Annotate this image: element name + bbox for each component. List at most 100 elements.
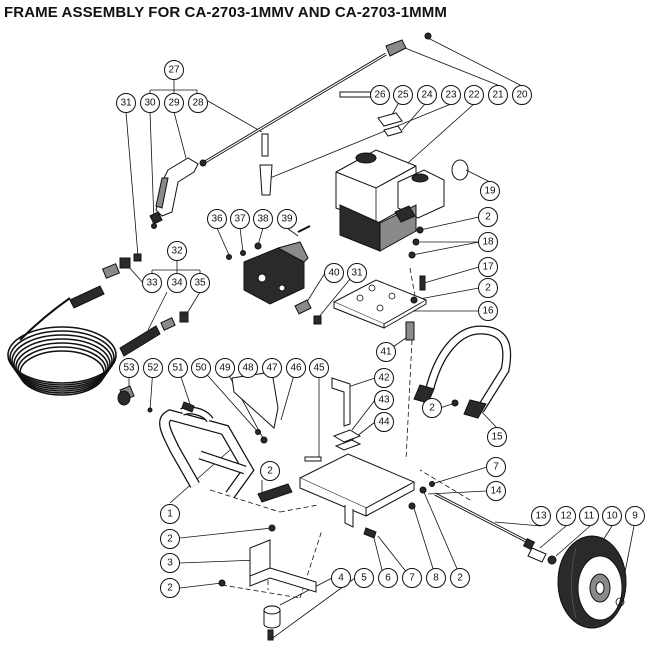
axle-wheel-assembly [434, 492, 627, 629]
callout-47: 47 [262, 358, 282, 378]
svg-text:28: 28 [192, 98, 204, 109]
svg-text:25: 25 [397, 90, 409, 101]
callout-34: 34 [167, 273, 187, 293]
callout-37: 37 [230, 209, 250, 229]
callout-43: 43 [374, 390, 394, 410]
svg-text:29: 29 [168, 98, 180, 109]
svg-text:43: 43 [378, 395, 390, 406]
svg-text:2: 2 [485, 283, 491, 294]
callout-32: 32 [167, 241, 187, 261]
callout-3: 3 [160, 553, 180, 573]
callout-13: 13 [531, 506, 551, 526]
callout-5: 5 [354, 568, 374, 588]
svg-text:36: 36 [211, 214, 223, 225]
callout-39: 39 [277, 209, 297, 229]
callout-12: 12 [556, 506, 576, 526]
svg-text:19: 19 [484, 186, 496, 197]
page-title: FRAME ASSEMBLY FOR CA-2703-1MMV AND CA-2… [4, 4, 447, 21]
callout-26: 26 [370, 85, 390, 105]
svg-text:44: 44 [378, 417, 390, 428]
engine-mount-plate [332, 275, 428, 341]
frame-assembly [117, 371, 435, 641]
callout-2: 2 [478, 207, 498, 227]
svg-text:50: 50 [195, 363, 207, 374]
callout-21: 21 [488, 85, 508, 105]
callout-53: 53 [119, 358, 139, 378]
callout-1: 1 [160, 504, 180, 524]
svg-text:4: 4 [338, 573, 344, 584]
callout-33: 33 [142, 273, 162, 293]
pump-assembly [226, 225, 322, 325]
svg-text:34: 34 [171, 278, 183, 289]
callout-10: 10 [602, 506, 622, 526]
callout-11: 11 [579, 506, 599, 526]
callout-22: 22 [464, 85, 484, 105]
svg-text:1: 1 [167, 509, 173, 520]
svg-text:14: 14 [490, 486, 502, 497]
callout-41: 41 [376, 342, 396, 362]
svg-text:2: 2 [167, 534, 173, 545]
svg-text:42: 42 [378, 373, 390, 384]
svg-text:38: 38 [257, 214, 269, 225]
svg-text:2: 2 [167, 583, 173, 594]
svg-text:22: 22 [468, 90, 480, 101]
svg-text:51: 51 [172, 363, 184, 374]
callout-23: 23 [441, 85, 461, 105]
callout-6: 6 [378, 568, 398, 588]
svg-text:6: 6 [385, 573, 391, 584]
leader-lines [125, 37, 635, 641]
callout-29: 29 [164, 93, 184, 113]
callout-20: 20 [512, 85, 532, 105]
callout-50: 50 [191, 358, 211, 378]
svg-text:52: 52 [147, 363, 159, 374]
svg-text:2: 2 [485, 212, 491, 223]
svg-text:31: 31 [351, 268, 363, 279]
callout-40: 40 [324, 263, 344, 283]
callout-31: 31 [347, 263, 367, 283]
callout-2: 2 [422, 398, 442, 418]
callout-18: 18 [478, 232, 498, 252]
callout-42: 42 [374, 368, 394, 388]
svg-text:48: 48 [242, 363, 254, 374]
svg-text:53: 53 [123, 363, 135, 374]
svg-text:17: 17 [482, 262, 494, 273]
callout-4: 4 [331, 568, 351, 588]
svg-text:3: 3 [167, 558, 173, 569]
svg-text:27: 27 [168, 65, 180, 76]
callout-48: 48 [238, 358, 258, 378]
svg-text:11: 11 [584, 511, 595, 522]
spray-gun-assembly [133, 32, 432, 262]
svg-text:15: 15 [491, 432, 503, 443]
svg-text:7: 7 [409, 573, 415, 584]
callout-19: 19 [480, 181, 500, 201]
callout-38: 38 [253, 209, 273, 229]
callout-46: 46 [286, 358, 306, 378]
svg-text:30: 30 [144, 98, 156, 109]
hose-assembly [7, 257, 189, 396]
svg-text:2: 2 [267, 466, 273, 477]
callout-2: 2 [478, 278, 498, 298]
svg-text:33: 33 [146, 278, 158, 289]
svg-text:23: 23 [445, 90, 457, 101]
callout-24: 24 [417, 85, 437, 105]
svg-text:35: 35 [194, 278, 206, 289]
svg-text:41: 41 [380, 347, 392, 358]
callout-31: 31 [116, 93, 136, 113]
callout-7: 7 [486, 457, 506, 477]
callout-2: 2 [260, 461, 280, 481]
svg-text:18: 18 [482, 237, 494, 248]
svg-text:5: 5 [361, 573, 367, 584]
svg-text:16: 16 [482, 306, 494, 317]
callouts: 27 31 30 29 28 26 25 24 23 22 21 20 19 2… [116, 60, 645, 598]
callout-7: 7 [402, 568, 422, 588]
svg-text:26: 26 [374, 90, 386, 101]
svg-text:37: 37 [234, 214, 246, 225]
svg-text:40: 40 [328, 268, 340, 279]
svg-text:46: 46 [290, 363, 302, 374]
callout-2: 2 [160, 578, 180, 598]
callout-2: 2 [450, 568, 470, 588]
callout-36: 36 [207, 209, 227, 229]
svg-text:7: 7 [493, 462, 499, 473]
svg-text:13: 13 [535, 511, 547, 522]
